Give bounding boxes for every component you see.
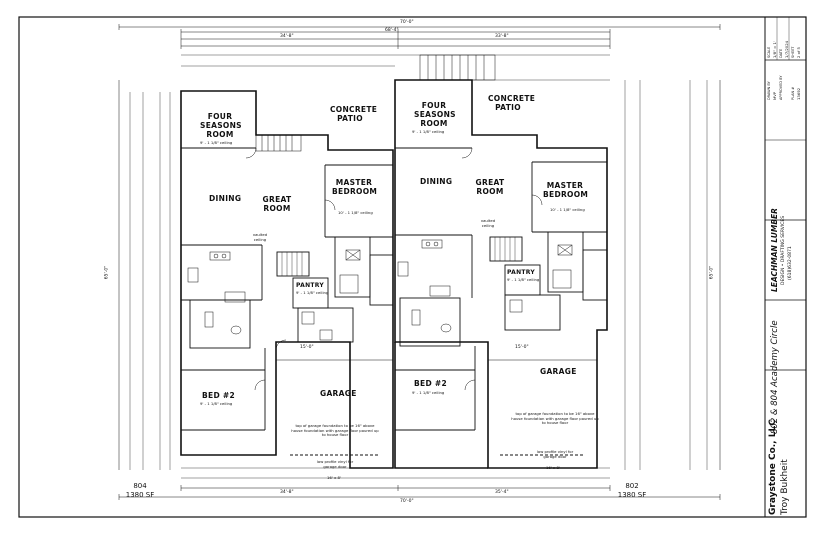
garage-note-left: top of garage foundation to be 16" above…: [291, 423, 379, 437]
unit-number-804: 804: [133, 482, 147, 490]
title-designer: LEACHMAN LUMBER: [770, 208, 779, 292]
room-great-room-right: GREAT ROOM: [475, 178, 505, 196]
note-vaulted-right: vaulted ceiling: [480, 218, 496, 228]
room-four-seasons-right: FOUR SEASONS ROOM: [414, 101, 456, 128]
title-sheet-value: 2 of 5: [796, 47, 801, 58]
unit-label-804: 804 1380 SF: [120, 482, 160, 500]
dim-left-bottom: 34'-8": [280, 490, 294, 495]
room-dining-left: DINING: [209, 194, 242, 203]
dim-garage-width-left: 15'-0": [300, 345, 314, 350]
room-four-seasons-left: FOUR SEASONS ROOM: [200, 112, 242, 139]
room-master-bedroom-left: MASTER BEDROOM: [332, 178, 378, 196]
title-owner: Troy Bukheit: [780, 459, 790, 515]
dim-right-depth: 65'-0": [709, 265, 715, 280]
title-designer-phone: (618)632-0871: [788, 246, 793, 280]
garage-note-right: top of garage foundation to be 16" above…: [511, 411, 599, 425]
title-scale-value: 1/8" = 1': [772, 41, 777, 58]
ceiling-note-bed2-left: 9' - 1 1/8" ceiling: [200, 401, 233, 406]
title-drawn-label: DRAWN BY: [767, 81, 771, 100]
dim-left-top: 34'-8": [280, 34, 294, 39]
title-plan-label: PLAN #: [791, 86, 795, 100]
title-address: 802 & 804 Academy Circle: [770, 320, 780, 434]
dim-right-bottom: 35'-4": [495, 490, 509, 495]
title-drawn-value: MVP: [772, 91, 777, 100]
ceiling-note-master-left: 10' - 1 1/8" ceiling: [338, 210, 373, 215]
room-concrete-patio-right: CONCRETE PATIO: [488, 94, 536, 112]
ceiling-note-master-right: 10' - 1 1/8" ceiling: [550, 207, 585, 212]
unit-area-804: 1380 SF: [125, 491, 155, 499]
garage-door-size-left: 16' x 8': [327, 475, 341, 480]
title-date-label: DATE: [779, 48, 783, 58]
title-plan-value: 13692: [796, 87, 801, 100]
room-pantry-left: PANTRY: [296, 282, 325, 289]
ceiling-note-pantry-right: 9' - 1 1/8" ceiling: [507, 277, 540, 282]
room-garage-right: GARAGE: [540, 367, 577, 376]
dim-overall-width: 70'-0": [400, 20, 414, 25]
room-garage-left: GARAGE: [320, 389, 357, 398]
title-designer-sub: DESIGN • DRAFTING SERVICES: [781, 215, 786, 285]
unit-label-802: 802 1380 SF: [612, 482, 652, 500]
garage-door-note-left: low profile vinyl for garage door: [316, 459, 354, 469]
room-great-room-left: GREAT ROOM: [262, 195, 292, 213]
room-bed2-right: BED #2: [414, 379, 447, 388]
dim-overall-width-bottom: 70'-0": [400, 499, 414, 504]
garage-door-note-right: low profile vinyl for garage door: [536, 449, 574, 459]
ceiling-note-pantry-left: 9' - 1 1/8" ceiling: [296, 290, 329, 295]
dim-garage-width-right: 15'-0": [515, 345, 529, 350]
dim-right-top: 33'-8": [495, 34, 509, 39]
title-sheet-label: SHEET: [791, 46, 795, 58]
room-concrete-patio-left: CONCRETE PATIO: [330, 105, 378, 123]
room-pantry-right: PANTRY: [507, 269, 536, 276]
unit-number-802: 802: [625, 482, 639, 490]
title-scale-label: SCALE: [767, 46, 771, 58]
note-vaulted-left: vaulted ceiling: [252, 232, 268, 242]
ceiling-note-four-seasons-right: 9' - 1 1/8" ceiling: [412, 129, 445, 134]
sheet-border: [18, 16, 807, 518]
ceiling-note-four-seasons-left: 9' - 1 1/8" ceiling: [200, 140, 233, 145]
dim-left-depth: 65'-0": [104, 265, 110, 280]
ceiling-note-bed2-right: 9' - 1 1/8" ceiling: [412, 390, 445, 395]
room-master-bedroom-right: MASTER BEDROOM: [543, 181, 589, 199]
garage-door-size-right: 16' x 8': [546, 465, 560, 470]
room-bed2-left: BED #2: [202, 391, 235, 400]
title-date-value: 1/7/2024: [784, 40, 789, 58]
title-approved-label: APPROVED BY: [779, 75, 783, 100]
dim-overall-top: 68'-4": [385, 28, 399, 33]
room-dining-right: DINING: [420, 177, 453, 186]
unit-area-802: 1380 SF: [617, 491, 647, 499]
